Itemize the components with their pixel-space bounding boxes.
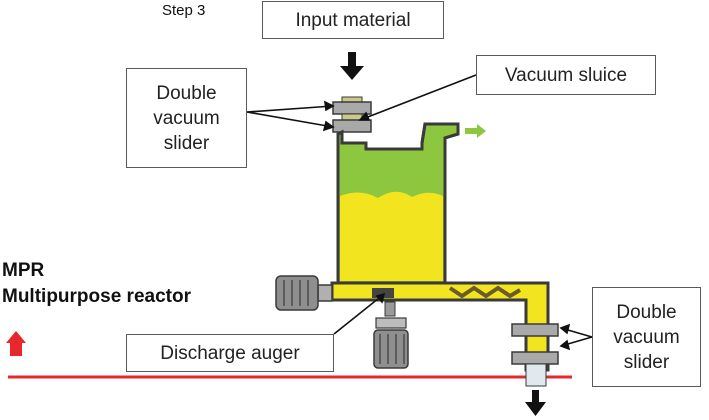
exit-arrow-icon xyxy=(525,390,546,416)
input-material-label: Input material xyxy=(262,1,444,39)
auger-motor xyxy=(275,275,333,311)
double-vacuum-slider-bottom-label: Double vacuum slider xyxy=(592,287,701,387)
outlet-arrow-icon xyxy=(465,124,486,138)
step-label: Step 3 xyxy=(162,2,206,19)
input-arrow-icon xyxy=(340,52,364,80)
bottom-double-slider xyxy=(511,323,559,387)
vacuum-sluice-label: Vacuum sluice xyxy=(476,55,656,95)
up-arrow-icon xyxy=(6,331,26,356)
mpr-label: MPR Multipurpose reactor xyxy=(2,258,191,310)
reactor-vessel xyxy=(336,122,460,285)
leader-lines xyxy=(246,74,593,351)
double-vacuum-slider-top-label: Double vacuum slider xyxy=(126,68,247,168)
discharge-auger-label: Discharge auger xyxy=(126,334,334,372)
mpr-abbreviation: MPR xyxy=(2,260,45,281)
bottom-motor xyxy=(372,288,409,369)
mpr-full-name: Multipurpose reactor xyxy=(2,286,191,307)
top-double-slider xyxy=(332,96,372,133)
